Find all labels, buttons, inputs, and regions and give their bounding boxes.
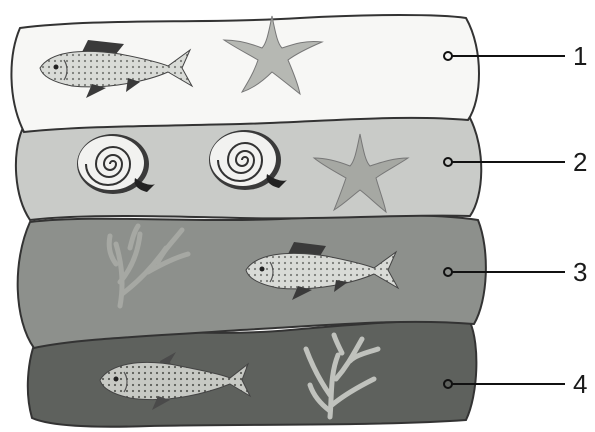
rock-layer-1 — [11, 15, 565, 132]
layer-label-2: 2 — [573, 147, 587, 177]
layer-label-4: 4 — [573, 369, 587, 399]
rock-layer-2 — [16, 116, 565, 220]
layer-label-3: 3 — [573, 257, 587, 287]
rock-layer-3 — [18, 215, 565, 348]
layer-label-1: 1 — [573, 41, 587, 71]
